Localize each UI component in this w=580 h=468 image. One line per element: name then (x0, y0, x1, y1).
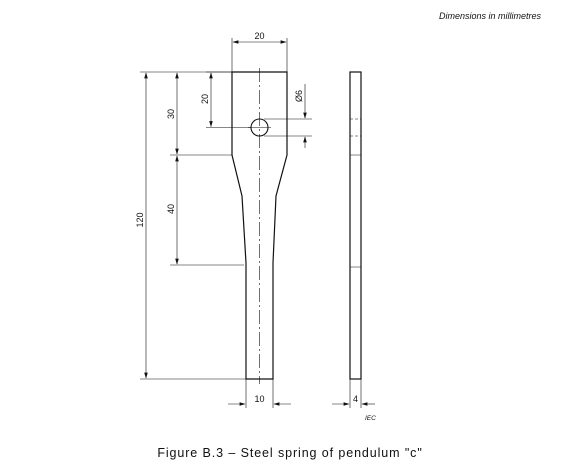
side-view-hidden-lines (350, 118, 361, 137)
dim-top-width (231, 38, 288, 72)
dim-top-section (170, 71, 232, 156)
dim-hole-offset (206, 71, 251, 128)
dim-top-width-label: 20 (254, 31, 264, 41)
dim-hole-offset-label: 20 (200, 94, 210, 104)
side-view (349, 71, 362, 380)
dim-bottom-width-label: 10 (254, 394, 264, 404)
dimensions-note: Dimensions in millimetres (439, 11, 542, 21)
dim-bottom-width (228, 379, 291, 408)
dim-total-length-label: 120 (135, 212, 145, 227)
dim-taper-length-label: 40 (166, 204, 176, 214)
dim-hole-diameter-label: Ø6 (294, 90, 304, 102)
iec-mark: IEC (365, 415, 376, 422)
dim-top-section-label: 30 (166, 109, 176, 119)
figure-caption: Figure B.3 – Steel spring of pendulum "c… (157, 446, 423, 460)
dim-thickness (332, 379, 375, 408)
dim-thickness-label: 4 (353, 394, 358, 404)
side-view-section-lines (350, 154, 361, 268)
dim-taper-length (170, 155, 244, 266)
dim-total-length (140, 71, 246, 380)
dim-hole-diameter (264, 84, 312, 148)
